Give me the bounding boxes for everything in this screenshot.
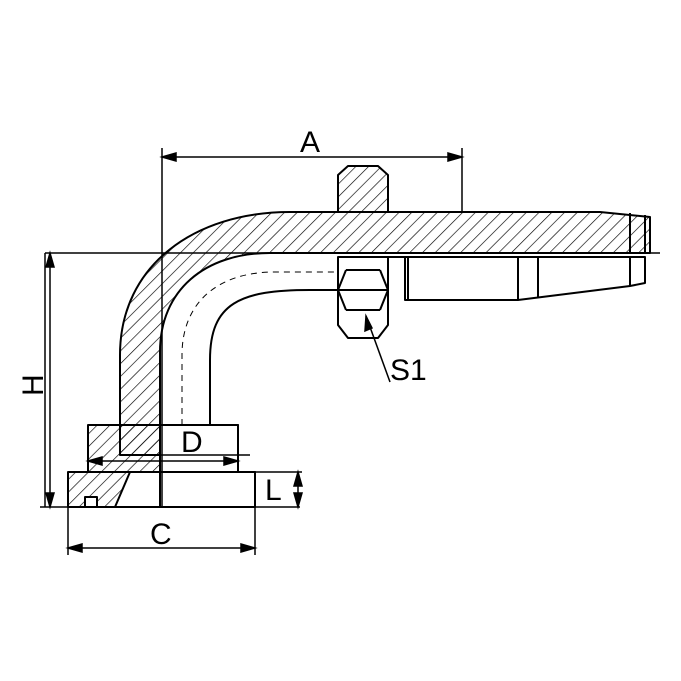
lower-wall: [209, 289, 338, 425]
tube-lower-body: [387, 256, 646, 301]
label-a: A: [300, 126, 320, 159]
fitting-body: [45, 165, 660, 508]
dimension-lines: [40, 148, 465, 555]
hex-nut-upper: [337, 165, 389, 213]
label-l: L: [265, 474, 282, 507]
inner-bore-dashed: [181, 271, 338, 425]
label-d: D: [181, 426, 203, 459]
label-s1: S1: [390, 354, 427, 387]
upper-wall-section: [119, 211, 651, 456]
label-h: H: [17, 374, 50, 396]
hex-nut-lower: [337, 256, 389, 339]
label-c: C: [150, 518, 172, 551]
